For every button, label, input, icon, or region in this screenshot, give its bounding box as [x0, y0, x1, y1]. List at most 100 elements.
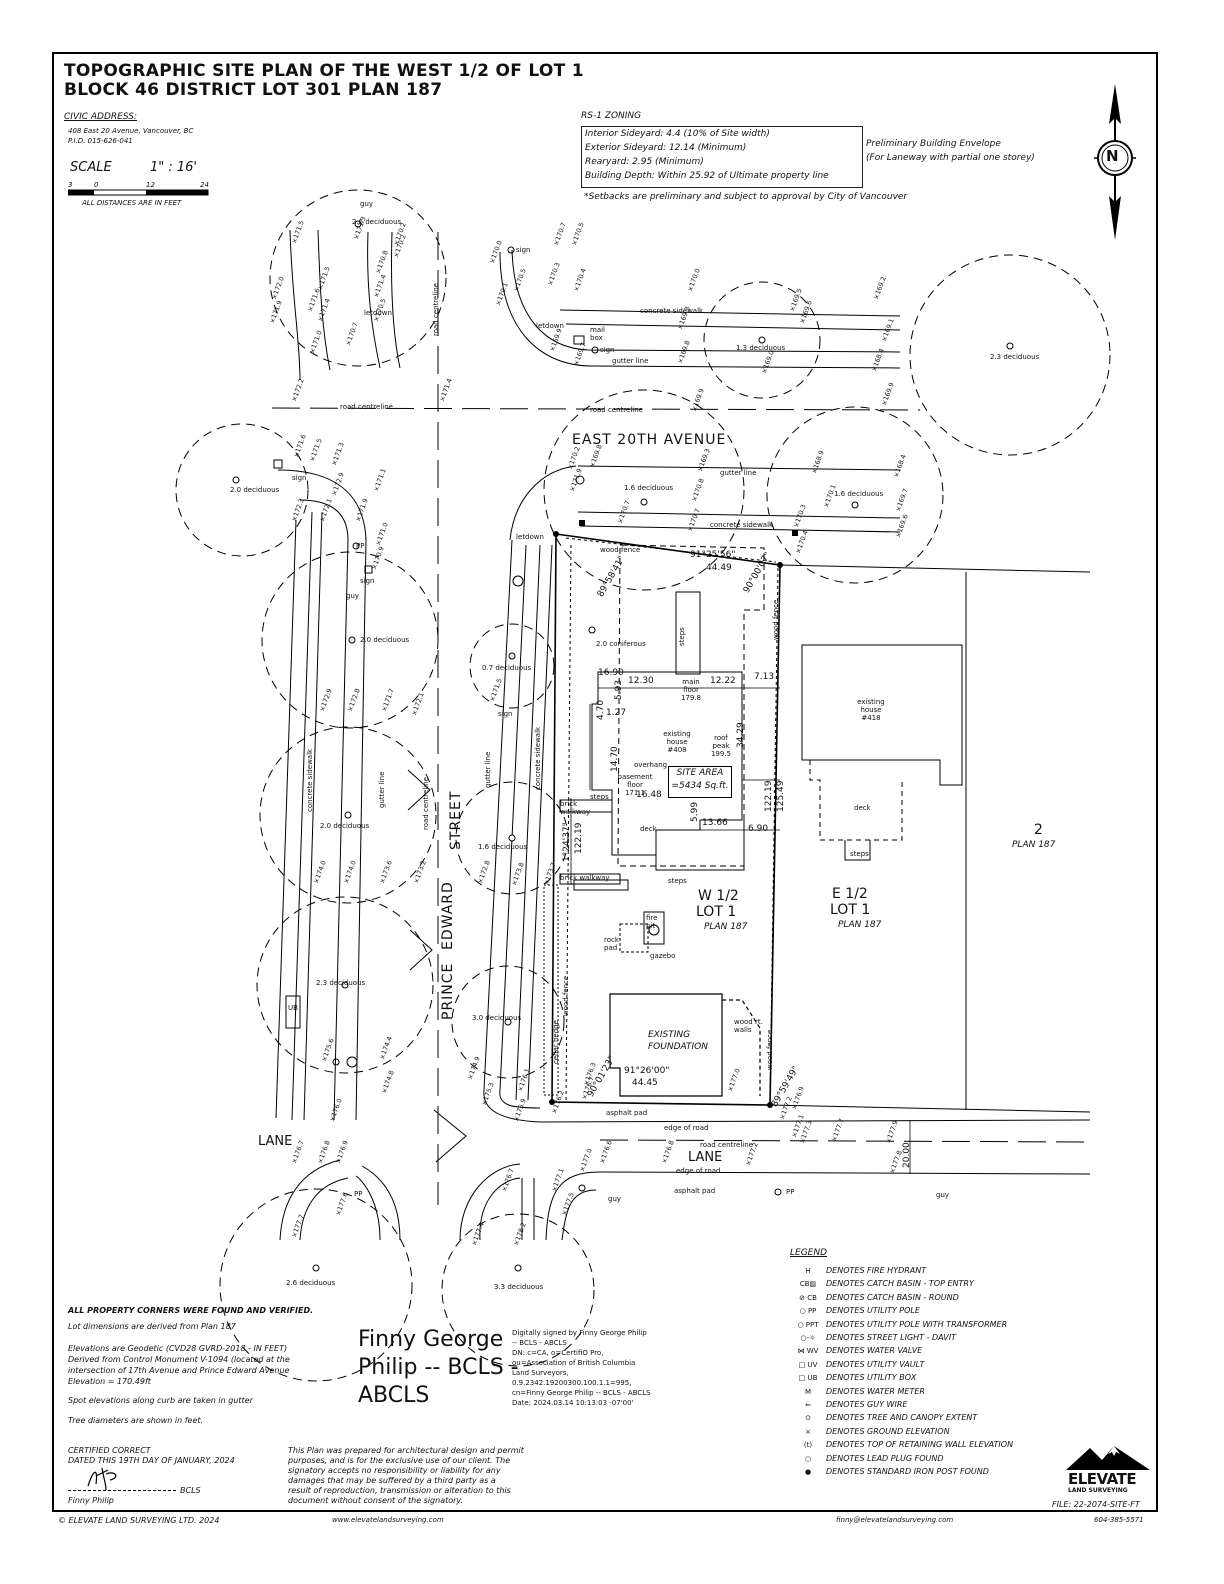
legend-symbol-icon: ○-☼: [800, 1334, 816, 1342]
lot-2-plan: PLAN 187: [1012, 840, 1056, 850]
logo-name: ELEVATE: [1068, 1470, 1137, 1488]
envelope-line-1: Preliminary Building Envelope: [866, 139, 1001, 149]
street-east-20th: EAST 20TH AVENUE: [572, 432, 727, 448]
guy-label-2: guy: [346, 592, 360, 600]
tree-label-12: 2.3 deciduous: [316, 979, 366, 987]
pp-label-1: PP: [356, 542, 365, 550]
disclaimer-line-3: signatory accepts no responsibility or l…: [288, 1466, 501, 1475]
footer-website[interactable]: www.elevatelandsurveying.com: [332, 1516, 444, 1524]
existing-house-408: [559, 591, 745, 891]
asphalt-pad-label-2: asphalt pad: [674, 1187, 716, 1195]
tree-label-11: 1.6 deciduous: [478, 843, 528, 851]
legend-text: DENOTES WATER VALVE: [826, 1346, 923, 1356]
lot-w-half: W 1/2: [698, 888, 739, 904]
road-centreline-label-1: road centreline: [340, 403, 393, 411]
certified-bcls: BCLS: [180, 1486, 201, 1495]
file-number: FILE: 22-2074-SITE-FT: [1052, 1500, 1140, 1509]
dim-d8: 34.29: [736, 722, 746, 748]
note-elev-2: Derived from Control Monument V-1094 (lo…: [68, 1355, 290, 1364]
zoning-heading: RS-1 ZONING: [581, 111, 642, 121]
legend-text: DENOTES STREET LIGHT - DAVIT: [826, 1333, 956, 1342]
legend-symbol-icon: □ UB: [798, 1374, 818, 1383]
backyard-features: [619, 911, 665, 953]
zoning-note: *Setbacks are preliminary and subject to…: [584, 192, 908, 202]
sign-label-2: sign: [600, 346, 615, 354]
ub-label: UB: [288, 1004, 298, 1012]
building-envelope: [617, 544, 765, 867]
dim-d13: 5.99: [690, 801, 700, 822]
legend-text: DENOTES GROUND ELEVATION: [826, 1426, 950, 1436]
road-centreline-label-4: road centreline: [422, 777, 430, 830]
legend-symbol-icon: □ UV: [798, 1360, 818, 1369]
legend-text: DENOTES CATCH BASIN - ROUND: [826, 1292, 959, 1302]
legend-row: ⇐DENOTES GUY WIRE: [790, 1398, 907, 1411]
dim-top-bearing: 91°25'56": [690, 550, 736, 560]
civic-address: 408 East 20 Avenue, Vancouver, BC: [68, 127, 194, 135]
steps-label-3: steps: [678, 627, 686, 646]
note-elev-4: Elevation = 170.49ft: [68, 1377, 151, 1386]
overhang-label: overhang: [634, 761, 668, 769]
note-corners: ALL PROPERTY CORNERS WERE FOUND AND VERI…: [68, 1306, 314, 1315]
edge-road-label-2: edge of road: [676, 1167, 721, 1175]
legend-symbol-icon: M: [804, 1387, 812, 1396]
legend-text: DENOTES FIRE HYDRANT: [826, 1266, 927, 1275]
disclaimer-line-5: result of reproduction, transmission or …: [288, 1486, 511, 1495]
scale-tick-1: 0: [94, 181, 99, 189]
rock-pad-label: rock pad: [604, 936, 619, 952]
lot-w-lot: LOT 1: [696, 904, 737, 920]
legend-symbol-icon: CB▨: [799, 1280, 817, 1289]
tree-label-4: 2.0 deciduous: [230, 486, 280, 494]
road-centreline-label-5: road centreline: [700, 1141, 753, 1149]
lane-lines: [279, 1119, 1091, 1241]
guy-label-3: guy: [608, 1195, 622, 1203]
zoning-line-3: Rearyard: 2.95 (Minimum): [585, 157, 704, 167]
roof-peak-label: roof peak 199.5: [710, 734, 732, 758]
legend-text: DENOTES LEAD PLUG FOUND: [826, 1453, 944, 1463]
legend-row: CB▨DENOTES CATCH BASIN - TOP ENTRY: [790, 1277, 974, 1290]
gazebo-label: gazebo: [650, 952, 676, 960]
tree-label-10: 2.0 deciduous: [320, 822, 370, 830]
scale-tick-0: 3: [68, 181, 73, 189]
existing-house-408-label: existing house #408: [663, 730, 691, 754]
tree-label-1: 2.6 deciduous: [352, 218, 402, 226]
road-centrelines: [271, 232, 1091, 1205]
note-lot-dims: Lot dimensions are derived from Plan 187: [68, 1322, 236, 1331]
plan-title: TOPOGRAPHIC SITE PLAN OF THE WEST 1/2 OF…: [64, 62, 584, 100]
lot-e-plan: PLAN 187: [838, 920, 882, 930]
street-prince: PRINCE: [440, 962, 456, 1020]
zoning-line-4: Building Depth: Within 25.92 of Ultimate…: [585, 171, 829, 181]
scale-bar: [68, 189, 209, 196]
legend-row: (t)DENOTES TOP OF RETAINING WALL ELEVATI…: [790, 1438, 1013, 1451]
scale-value: 1" : 16': [150, 160, 198, 175]
dim-lane-width: 20.00: [902, 1142, 912, 1168]
dim-d6: 1.27: [606, 708, 627, 718]
digital-signature-details: Digitally signed by Finny George Philip …: [512, 1329, 651, 1407]
asphalt-pad-label-1: asphalt pad: [606, 1109, 648, 1117]
civic-heading: CIVIC ADDRESS:: [64, 112, 137, 122]
sidewalk-label-4: concrete sidewalk: [534, 726, 542, 790]
steps-418-label: steps: [850, 850, 869, 858]
signature-name-2: Philip -- BCLS -: [358, 1355, 519, 1380]
tree-label-15: 3.3 deciduous: [494, 1283, 544, 1291]
lane-bottom: LANE: [688, 1150, 723, 1165]
signature-name-1: Finny George: [358, 1327, 504, 1352]
tree-label-3: 2.3 deciduous: [990, 353, 1040, 361]
site-area-line-1: SITE AREA: [676, 768, 724, 778]
legend-text: DENOTES STANDARD IRON POST FOUND: [826, 1467, 989, 1476]
legend-symbol-icon: ×: [805, 1427, 811, 1436]
note-elev-1: Elevations are Geodetic (CVD28 GVRD-2018…: [68, 1344, 288, 1353]
foundation-line-2: FOUNDATION: [648, 1042, 708, 1052]
dim-west-angle: 1°24'37": [562, 822, 572, 862]
lot-e-half: E 1/2: [832, 886, 868, 902]
legend-row: ○DENOTES LEAD PLUG FOUND: [790, 1452, 944, 1465]
footer-email[interactable]: finny@elevatelandsurveying.com: [836, 1516, 954, 1524]
dim-bottom-length: 44.45: [632, 1078, 658, 1088]
scale-tick-3: 24: [200, 181, 209, 189]
wood-fence-label-3: wood fence: [766, 1029, 774, 1070]
